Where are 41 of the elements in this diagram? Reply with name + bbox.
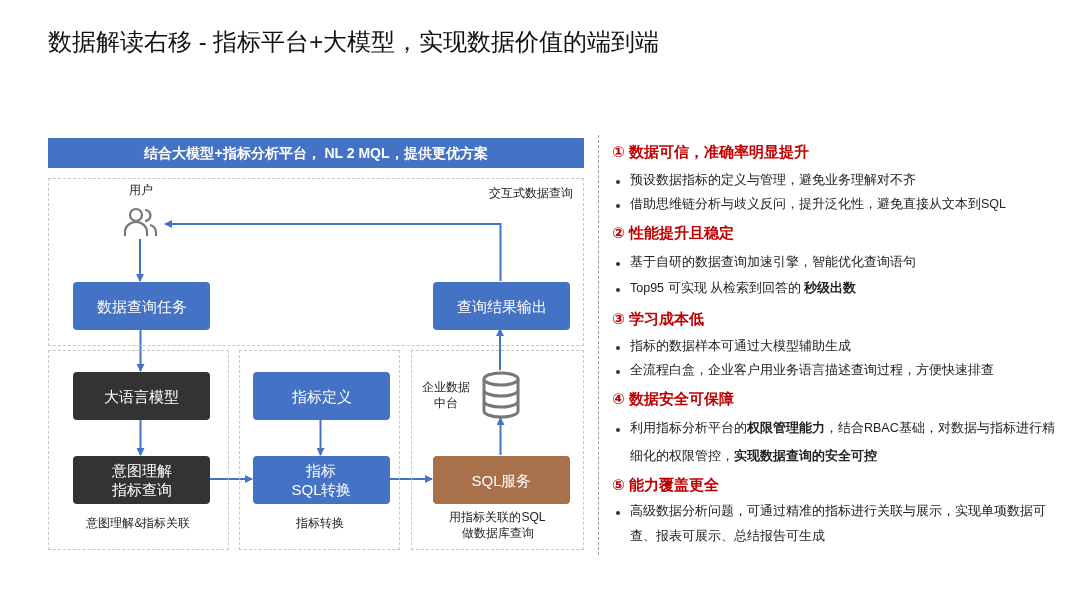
slide-title: 数据解读右移 - 指标平台+大模型，实现数据价值的端到端 xyxy=(48,27,660,57)
dashed-region xyxy=(48,178,584,346)
section-heading: ② 性能提升且稳定 xyxy=(612,224,734,243)
arrow xyxy=(496,417,505,456)
region-label: 意图理解&指标关联 xyxy=(85,515,192,531)
region-label: 用指标关联的SQL 做数据库查询 xyxy=(448,509,547,541)
bullet-text: 全流程白盒，企业客户用业务语言描述查询过程，方便快速排查 xyxy=(630,362,995,379)
process-box: 指标 SQL转换 xyxy=(253,456,390,504)
arrow xyxy=(208,475,253,483)
bullet-text: 高级数据分析问题，可通过精准的指标进行关联与展示，实现单项数据可查、报表可展示、总结报告可生成 xyxy=(630,503,1047,545)
bullet-text: 基于自研的数据查询加速引擎，智能优化查询语句 xyxy=(630,254,917,271)
section-heading: ① 数据可信，准确率明显提升 xyxy=(612,143,809,162)
process-box: 指标定义 xyxy=(253,372,390,420)
arrow xyxy=(496,328,504,371)
service-box: SQL服务 xyxy=(433,456,570,504)
section-heading: ⑤ 能力覆盖更全 xyxy=(612,476,719,495)
arrow xyxy=(136,238,144,282)
user-label: 用户 xyxy=(128,182,154,198)
arrow xyxy=(136,418,145,456)
dashed-region xyxy=(411,350,584,550)
dashed-region xyxy=(239,350,400,550)
region-label: 交互式数据查询 xyxy=(489,185,573,201)
section-heading: ③ 学习成本低 xyxy=(612,310,704,329)
bullet-text: 利用指标分析平台的权限管理能力，结合RBAC基础，对数据与指标进行精细化的权限管控，实现数据查询的安全可控 xyxy=(630,420,1056,465)
bullet-text: Top95 可实现 从检索到回答的 秒级出数 xyxy=(630,280,858,297)
dashed-region xyxy=(48,350,229,550)
model-box: 大语言模型 xyxy=(73,372,210,420)
arrow xyxy=(388,475,433,483)
database-label: 企业数据中台 xyxy=(421,379,471,411)
process-box: 数据查询任务 xyxy=(73,282,210,330)
header-banner: 结合大模型+指标分析平台， NL 2 MQL，提供更优方案 xyxy=(48,138,584,168)
arrow xyxy=(136,328,145,372)
bullet-text: 借助思维链分析与歧义反问，提升泛化性，避免直接从文本到SQL xyxy=(630,196,1007,213)
bullet-text: 指标的数据样本可通过大模型辅助生成 xyxy=(630,338,852,355)
process-box: 查询结果输出 xyxy=(433,282,570,330)
arrow xyxy=(164,220,502,282)
section-heading: ④ 数据安全可保障 xyxy=(612,390,734,409)
region-label: 指标转换 xyxy=(294,515,345,531)
model-box: 意图理解指标查询 xyxy=(73,456,210,504)
arrow xyxy=(316,418,325,456)
bullet-text: 预设数据指标的定义与管理，避免业务理解对不齐 xyxy=(630,172,917,189)
